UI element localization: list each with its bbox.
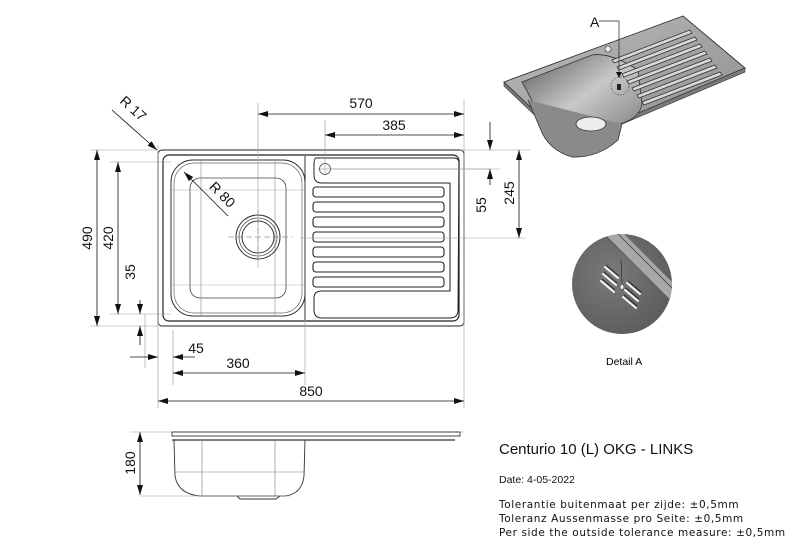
iso-drainer-grooves [611,29,723,106]
dim-r80: R 80 [206,178,238,210]
dimension-labels: 570 385 490 420 35 45 360 850 55 245 R 1… [79,92,517,474]
dim-420: 420 [100,226,116,250]
drainer-groove [312,216,445,228]
tolerance-en: Per side the outside tolerance measure: … [499,527,786,539]
iso-drainer-groove [641,71,723,106]
iso-drainer-groove [621,43,703,78]
dim-360: 360 [226,355,250,371]
dim-45: 45 [188,340,204,356]
iso-drainer-groove [616,36,698,71]
extension-lines [90,100,530,408]
dim-55: 55 [473,197,489,213]
iso-drainer-groove [611,29,693,64]
dim-180: 180 [122,451,138,475]
iso-drainer-groove [631,57,713,92]
detail-a [572,234,672,334]
dim-570: 570 [349,95,373,111]
tolerance-de: Toleranz Aussenmasse pro Seite: ±0,5mm [499,513,744,525]
dim-leader-r80 [183,171,229,217]
drawing-title: Centurio 10 (L) OKG - LINKS [499,441,694,458]
dim-35: 35 [122,264,138,280]
drainer-grooves [312,186,445,288]
detail-a-label: Detail A [606,356,643,368]
drainer-groove [312,231,445,243]
drawing-date: Date: 4-05-2022 [499,474,575,486]
drainer-groove [312,246,445,258]
callout-a: A [590,14,600,30]
dim-850: 850 [299,383,323,399]
dim-385: 385 [382,117,406,133]
drainer-groove [312,186,445,198]
callout-leader-a [599,20,620,76]
side-view [130,431,464,500]
drainer-groove [312,276,445,288]
dim-490: 490 [79,226,95,250]
iso-tap-hole-icon [604,45,612,53]
isometric-view: A [503,14,746,158]
dim-r17: R 17 [117,92,150,124]
iso-drainer-groove [636,64,718,99]
iso-drainer-groove [626,50,708,85]
bowl [170,156,306,320]
tolerance-nl: Tolerantie buitenmaat per zijde: ±0,5mm [499,499,740,511]
iso-drain-icon [575,116,607,132]
overflow-slots-icon [600,266,641,309]
drainer-groove [312,261,445,273]
dim-leader-r17 [111,109,158,151]
dimension-lines [94,109,522,495]
drainer-board [312,157,490,319]
dim-245: 245 [501,181,517,205]
drainer-groove [312,201,445,213]
